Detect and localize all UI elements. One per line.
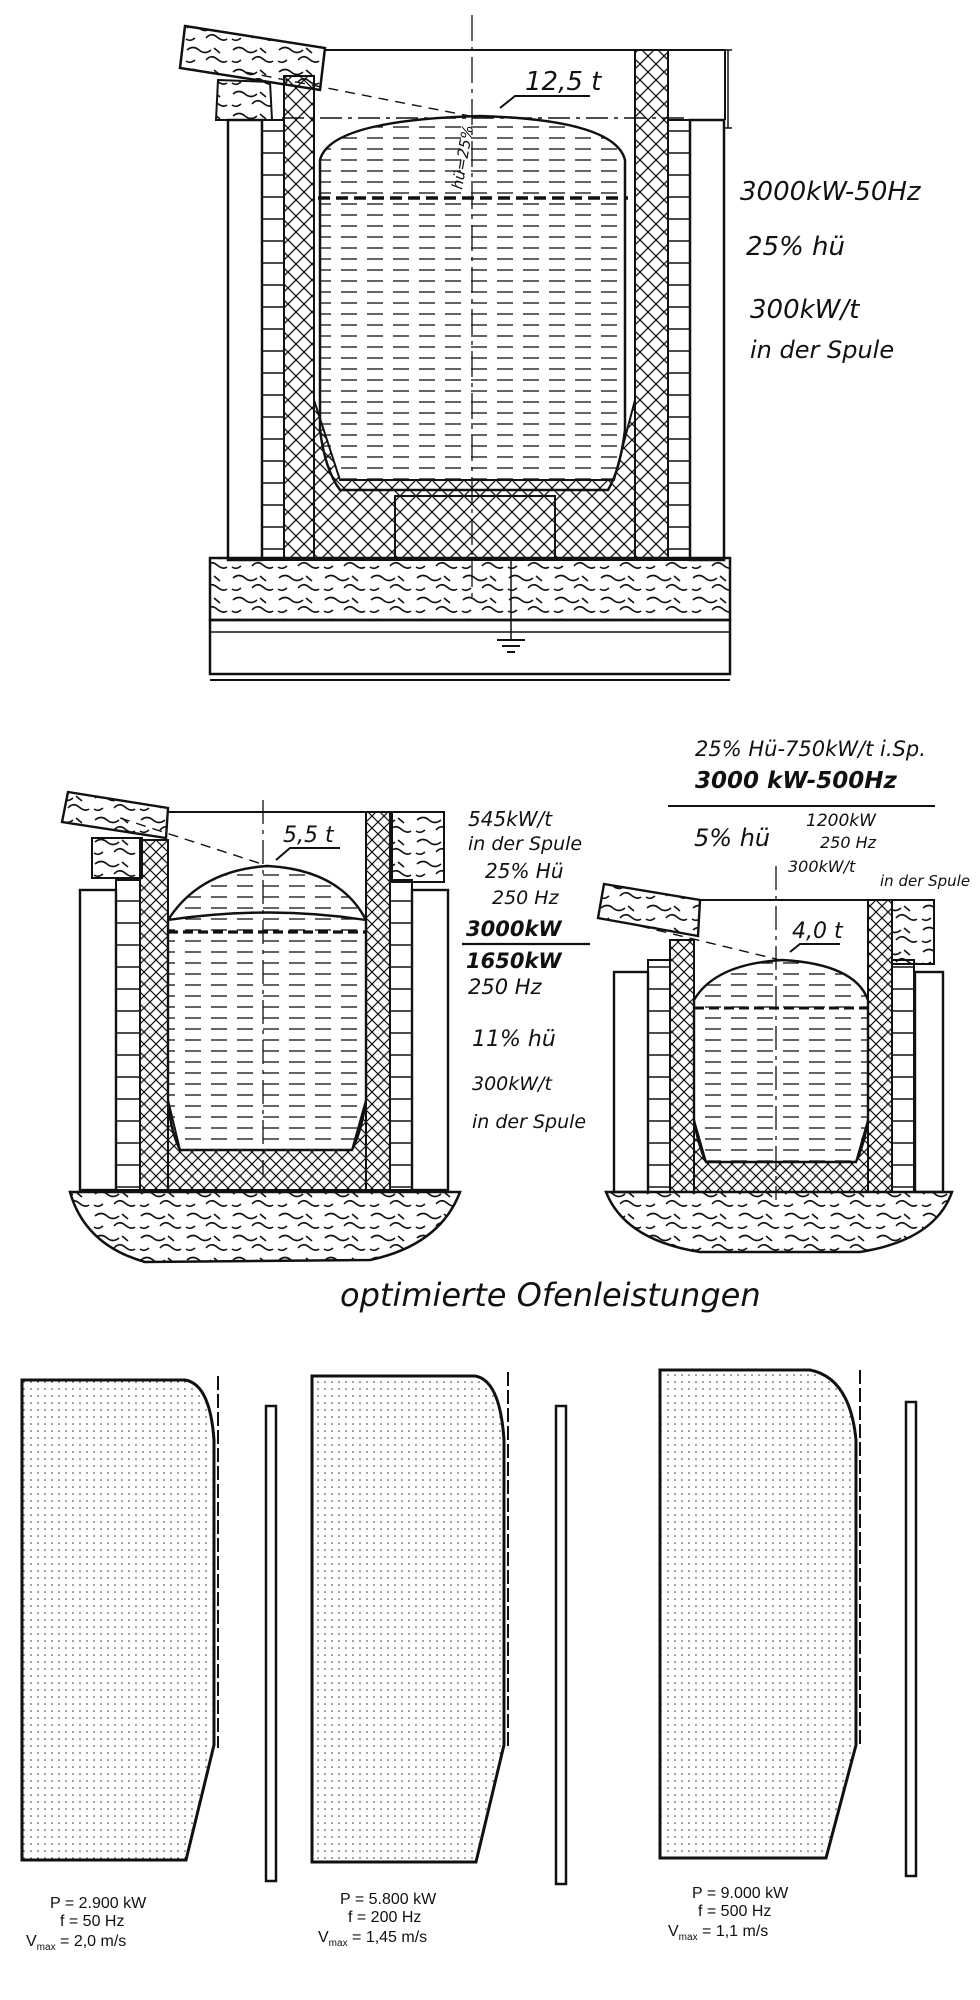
frequency-label: f = 500 Hz [698, 1903, 771, 1920]
power-label: P = 2.900 kW [50, 1895, 147, 1912]
spec-fill-mid-right: 5% hü [694, 824, 770, 852]
frequency-label: f = 50 Hz [60, 1913, 124, 1930]
spec-location-b-mid-right: in der Spule [880, 872, 970, 890]
mass-label-mid-left: 5,5 t [283, 823, 335, 848]
spec-location-top: in der Spule [750, 336, 894, 364]
power-label: P = 9.000 kW [692, 1885, 789, 1902]
spec-location-mid-left: in der Spule [468, 833, 582, 855]
velocity-label: Vmax = 2,0 m/s [26, 1933, 126, 1953]
spec-fill-b-mid-left: 11% hü [472, 1027, 556, 1052]
spec-freq-b-mid-left: 250 Hz [468, 975, 543, 999]
spec-power-top: 3000kW-50Hz [740, 177, 922, 207]
spec-density-b-mid-right: 300kW/t [788, 857, 856, 876]
flow-panel-1-legend: P = 2.900 kW f = 50 Hz Vmax = 2,0 m/s [26, 1895, 147, 1953]
spec-power-b-mid-left: 1650kW [466, 949, 562, 973]
furnace-mid-left: 5,5 t 545kW/t in der Spule 25% Hü 250 Hz… [60, 790, 590, 1264]
power-label: P = 5.800 kW [340, 1891, 437, 1908]
furnace-mid-right: 25% Hü-750kW/t i.Sp. 3000 kW-500Hz 5% hü… [596, 737, 970, 1254]
spec-power-mid-right: 3000 kW-500Hz [695, 768, 897, 794]
diagram-caption: optimierte Ofenleistungen [340, 1276, 761, 1314]
velocity-label: Vmax = 1,1 m/s [668, 1923, 768, 1943]
flow-panel-1 [20, 1376, 278, 1883]
velocity-label: Vmax = 1,45 m/s [318, 1929, 427, 1949]
spec-power-b-mid-right: 1200kW [806, 811, 877, 831]
flow-panel-2-legend: P = 5.800 kW f = 200 Hz Vmax = 1,45 m/s [318, 1891, 437, 1949]
spec-fill-top: 25% hü [746, 232, 845, 262]
spec-density-mid-left: 545kW/t [468, 807, 553, 831]
spec-fill-mid-left: 25% Hü [485, 859, 564, 883]
flow-panel-3-legend: P = 9.000 kW f = 500 Hz Vmax = 1,1 m/s [668, 1885, 789, 1943]
spec-density-b-mid-left: 300kW/t [472, 1073, 553, 1095]
spec-location-b-mid-left: in der Spule [472, 1111, 586, 1133]
furnace-top: 12,5 t hü=25% 3000kW-50Hz 25% hü 300kW/t… [178, 15, 922, 681]
flow-panel-2 [310, 1372, 568, 1886]
spec-power-a-mid-left: 3000kW [466, 917, 562, 941]
mass-label-mid-right: 4,0 t [792, 919, 844, 944]
frequency-label: f = 200 Hz [348, 1909, 421, 1926]
flow-panel-3 [658, 1368, 918, 1878]
spec-line1-mid-right: 25% Hü-750kW/t i.Sp. [695, 737, 926, 761]
spec-freq-b-mid-right: 250 Hz [820, 833, 877, 852]
spec-density-top: 300kW/t [750, 295, 860, 325]
spec-freq-mid-left: 250 Hz [492, 887, 560, 909]
mass-label-top: 12,5 t [525, 67, 602, 97]
